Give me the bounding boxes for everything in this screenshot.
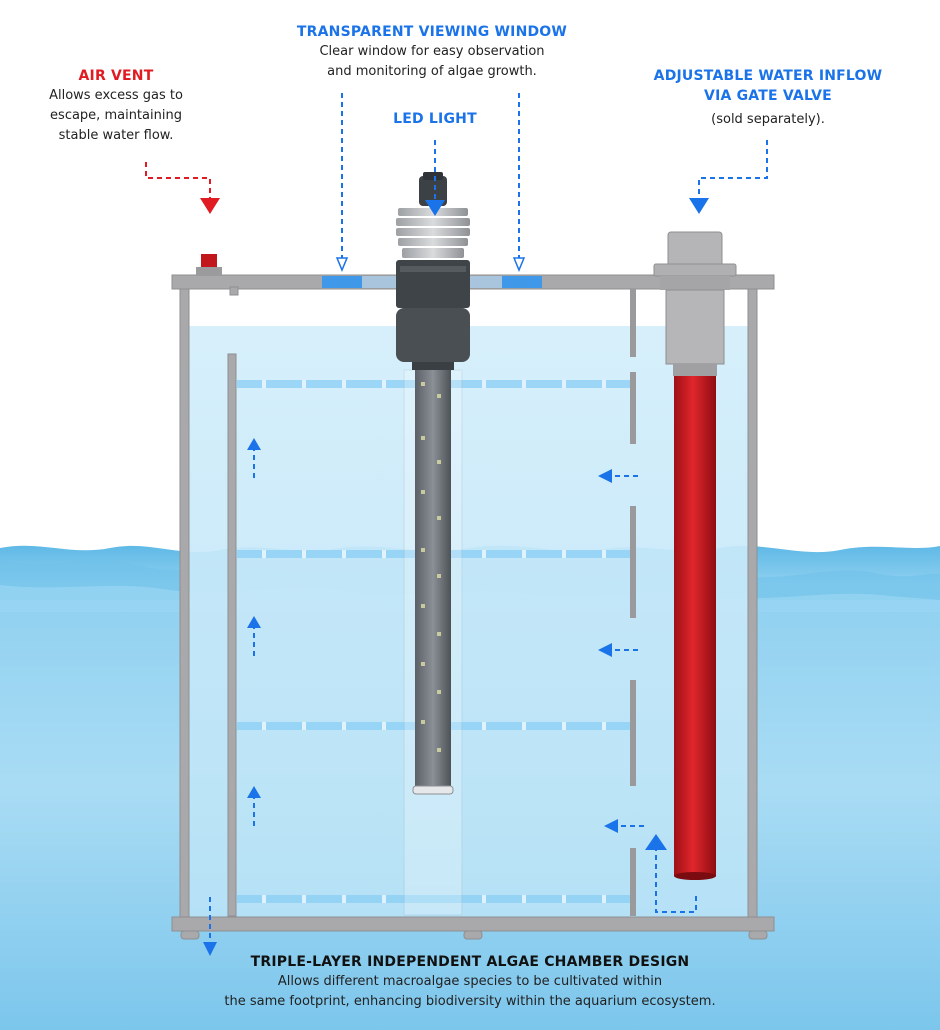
air-vent-callout: AIR VENT Allows excess gas to escape, ma… xyxy=(28,66,204,146)
tank-water xyxy=(188,326,748,918)
viewing-window-title: TRANSPARENT VIEWING WINDOW xyxy=(296,24,568,40)
air-vent-desc-line-1: Allows excess gas to xyxy=(49,88,183,103)
led-light xyxy=(396,172,470,916)
water-inflow-title-line-2: VIA GATE VALVE xyxy=(704,88,832,104)
air-vent-title: AIR VENT xyxy=(78,68,154,84)
callout-arrowheads xyxy=(200,198,709,272)
air-vent-icon xyxy=(196,254,222,275)
chamber-divider-right xyxy=(630,289,636,916)
led-light-callout: LED LIGHT xyxy=(362,109,508,129)
viewing-window-callout: TRANSPARENT VIEWING WINDOW Clear window … xyxy=(252,22,612,82)
flow-arrows xyxy=(209,450,697,942)
chamber-design-desc-line-1: Allows different macroalgae species to b… xyxy=(277,974,663,989)
water-inflow-title-line-1: ADJUSTABLE WATER INFLOW xyxy=(653,68,883,84)
flow-arrowheads xyxy=(203,438,667,956)
viewing-window-desc-line-1: Clear window for easy observation xyxy=(319,44,545,59)
chamber-design-callout: TRIPLE-LAYER INDEPENDENT ALGAE CHAMBER D… xyxy=(180,952,760,1012)
air-vent-desc-line-3: stable water flow. xyxy=(58,128,174,143)
callout-arrows xyxy=(145,93,768,258)
chamber-design-title: TRIPLE-LAYER INDEPENDENT ALGAE CHAMBER D… xyxy=(250,954,690,970)
viewing-window-desc-line-2: and monitoring of algae growth. xyxy=(327,64,537,79)
air-vent-desc-line-2: escape, maintaining xyxy=(50,108,182,123)
led-light-title: LED LIGHT xyxy=(393,111,477,127)
water-inflow-pipe xyxy=(653,231,737,880)
water-inflow-callout: ADJUSTABLE WATER INFLOW VIA GATE VALVE (… xyxy=(628,66,908,130)
water-inflow-desc: (sold separately). xyxy=(711,112,825,127)
chamber-design-desc-line-2: the same footprint, enhancing biodiversi… xyxy=(224,994,716,1009)
